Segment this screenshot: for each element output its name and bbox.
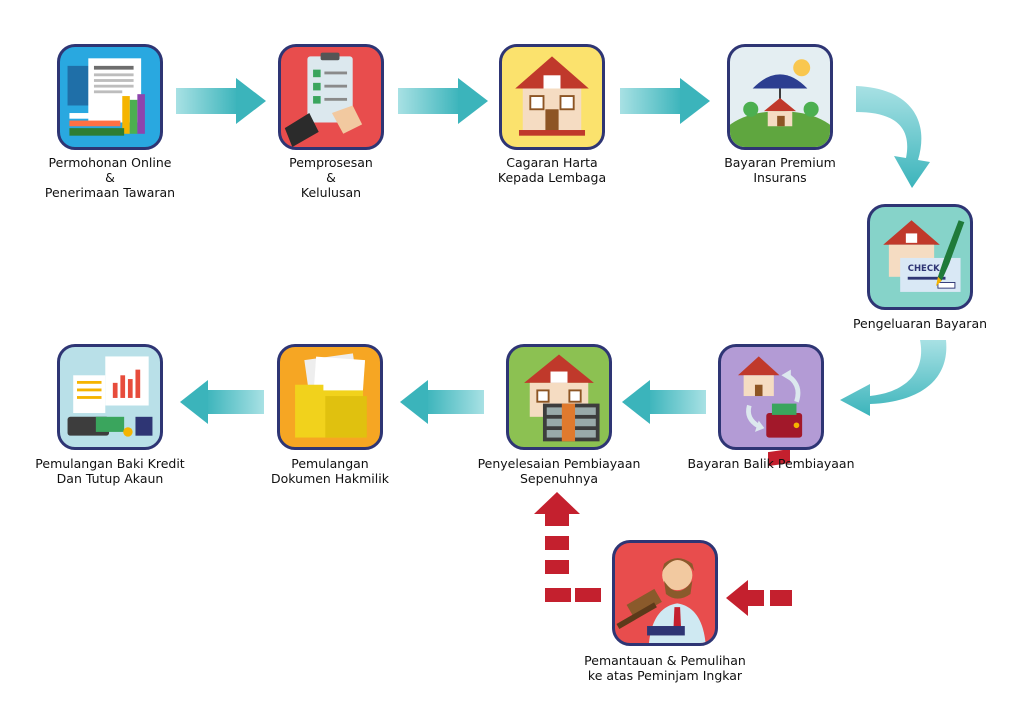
- judge-gavel-icon: [616, 558, 706, 643]
- alert-arrow-out: [534, 492, 601, 602]
- arrow-left-1: [622, 380, 706, 424]
- step-3-tile: [499, 44, 605, 150]
- folder-documents-icon: [295, 353, 367, 438]
- documents-books-icon: [67, 58, 145, 136]
- arrow-curve-left: [840, 340, 947, 416]
- house-icon: [515, 56, 589, 136]
- step-6-tile: [718, 344, 824, 450]
- step-2-label: Pemprosesan&Kelulusan: [289, 155, 373, 200]
- arrow-right-3: [620, 78, 710, 124]
- arrow-left-2: [400, 380, 484, 424]
- arrow-right-2: [398, 78, 488, 124]
- step-6-label: Bayaran Balik Pembiayaan: [687, 456, 855, 471]
- checklist-clipboard-icon: [284, 52, 363, 147]
- house-umbrella-icon: [730, 59, 830, 147]
- step-9-tile: [57, 344, 163, 450]
- step-10-tile: [612, 540, 718, 646]
- report-wallet-icon: [67, 356, 153, 437]
- house-cheque-pen-icon: CHECK: [883, 220, 965, 292]
- arrow-right-1: [176, 78, 266, 124]
- step-5-tile: CHECK: [867, 204, 973, 310]
- house-money-stack-icon: [524, 354, 600, 442]
- step-8-tile: [277, 344, 383, 450]
- check-text: CHECK: [908, 264, 940, 274]
- step-5-label: Pengeluaran Bayaran: [852, 316, 988, 331]
- house-wallet-cycle-icon: [737, 356, 803, 438]
- arrow-left-3: [180, 380, 264, 424]
- step-1-label: Permohonan Online&Penerimaan Tawaran: [44, 155, 176, 200]
- step-1-tile: [57, 44, 163, 150]
- step-4-tile: [727, 44, 833, 150]
- step-7-tile: [506, 344, 612, 450]
- step-2-tile: [278, 44, 384, 150]
